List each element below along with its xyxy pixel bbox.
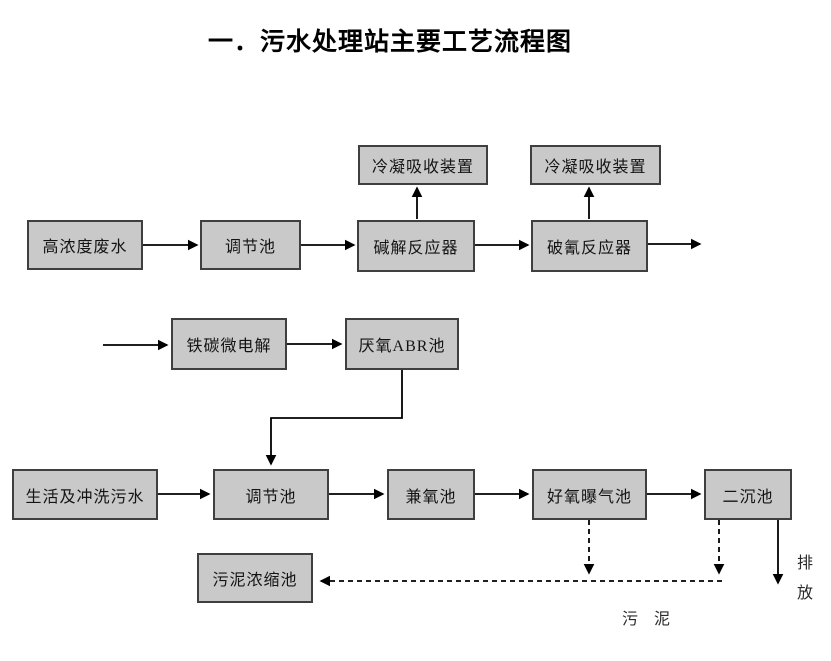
node-sludge-thickening-tank: 污泥浓缩池 [197,553,313,603]
node-condenser-2: 冷凝吸收装置 [530,145,661,185]
node-label: 碱解反应器 [373,240,459,257]
node-label: 高浓度废水 [42,239,128,256]
node-label: 污泥浓缩池 [212,572,298,589]
page-title: 一．污水处理站主要工艺流程图 [207,28,572,56]
node-label: 生活及冲洗污水 [25,488,145,506]
sludge-label: 污 泥 [622,611,677,628]
node-label: 冷凝吸收装置 [371,159,474,176]
node-label: 二沉池 [722,488,774,506]
node-label: 调节池 [245,488,297,506]
node-cyanide-breaking-reactor: 破氰反应器 [531,220,648,272]
arrow-abr-to-regulating2 [265,370,403,466]
node-regulating-tank-2: 调节池 [213,469,329,520]
node-label: 调节池 [224,239,276,256]
node-label: 厌氧ABR池 [358,338,446,355]
node-condenser-1: 冷凝吸收装置 [358,145,488,185]
node-secondary-sedimentation-tank: 二沉池 [704,469,792,520]
node-label: 冷凝吸收装置 [544,159,647,176]
node-regulating-tank-1: 调节池 [200,220,301,270]
node-label: 兼氧池 [405,488,457,506]
node-aerobic-aeration-tank: 好氧曝气池 [532,469,647,520]
node-anaerobic-abr-tank: 厌氧ABR池 [345,318,459,370]
node-alkaline-hydrolysis-reactor: 碱解反应器 [357,220,475,272]
node-label: 铁碳微电解 [186,338,272,355]
node-label: 好氧曝气池 [546,488,632,506]
node-iron-carbon-micro-electrolysis: 铁碳微电解 [171,318,287,370]
discharge-label: 排放 [796,555,813,603]
node-domestic-flushing-sewage: 生活及冲洗污水 [12,469,158,520]
node-high-concentration-wastewater: 高浓度废水 [27,220,143,270]
node-facultative-tank: 兼氧池 [387,469,475,520]
node-label: 破氰反应器 [546,240,632,257]
